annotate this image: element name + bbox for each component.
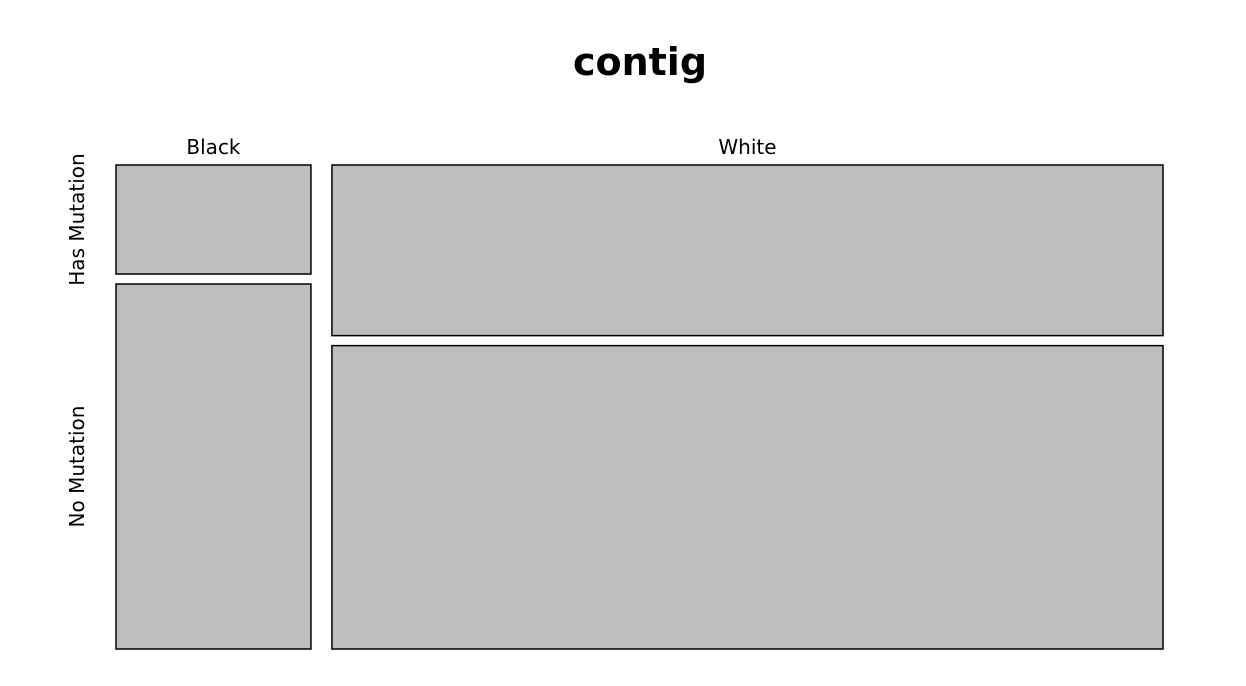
y-label-no-mutation: No Mutation (65, 406, 89, 528)
tile-black-no-mutation (115, 283, 312, 650)
tile-white-no-mutation (331, 344, 1164, 650)
tile-white-has-mutation (331, 164, 1164, 337)
mosaic-tiles (115, 164, 1164, 650)
y-label-has-mutation: Has Mutation (65, 153, 89, 285)
tile-black-has-mutation (115, 164, 312, 275)
chart-title: contig (573, 40, 707, 84)
x-label-black: Black (186, 135, 241, 159)
x-label-white: White (718, 135, 776, 159)
